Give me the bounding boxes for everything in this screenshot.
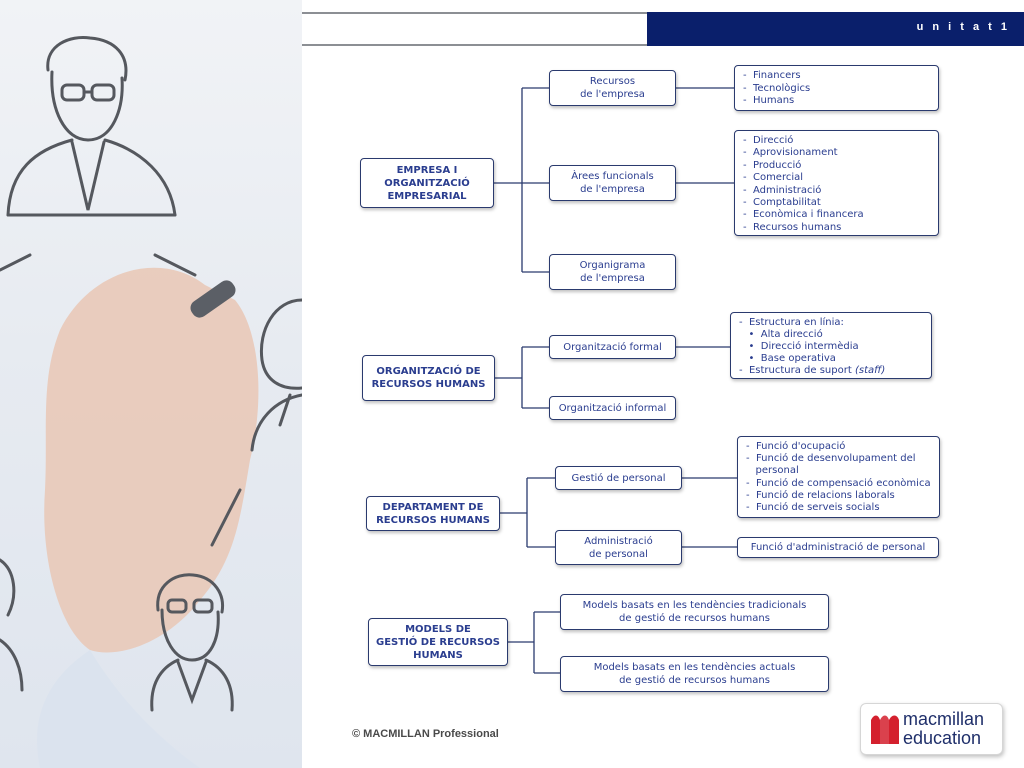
list-item: - Funció de serveis socials xyxy=(746,502,880,514)
node-departament-rrhh: DEPARTAMENT DE RECURSOS HUMANS xyxy=(366,496,500,531)
list-item: - Estructura en línia: xyxy=(739,317,844,328)
list-item: - Administració xyxy=(743,184,822,196)
list-item: • Alta direcció xyxy=(739,329,823,340)
node-organitzacio-formal: Organització formal xyxy=(549,335,676,359)
list-recursos: - Financers - Tecnològics - Humans xyxy=(734,65,939,111)
node-recursos-empresa: Recursos de l'empresa xyxy=(549,70,676,106)
node-organitzacio-rrhh: ORGANITZACIÓ DE RECURSOS HUMANS xyxy=(362,355,495,401)
staff-italic: (staff) xyxy=(854,365,886,376)
list-item-text: - Estructura de suport xyxy=(739,365,852,376)
connector-lines xyxy=(494,87,737,674)
list-item: - Funció de relacions laborals xyxy=(746,489,895,501)
header-bar xyxy=(647,12,1024,46)
copyright-text: © MACMILLAN Professional xyxy=(352,728,499,740)
node-organitzacio-informal: Organització informal xyxy=(549,396,676,420)
node-administracio-personal: Administració de personal xyxy=(555,530,682,565)
list-item: - Comptabilitat xyxy=(743,197,821,209)
list-arees: - Direcció - Aprovisionament - Producció… xyxy=(734,130,939,236)
logo-line-education: education xyxy=(903,728,982,748)
list-item: - Humans xyxy=(743,95,795,106)
node-organigrama: Organigrama de l'empresa xyxy=(549,254,676,290)
node-models-gestio: MODELS DE GESTIÓ DE RECURSOS HUMANS xyxy=(368,618,508,666)
list-item: - Funció de desenvolupament del xyxy=(746,453,916,465)
node-models-tradicionals: Models basats en les tendències tradicio… xyxy=(560,594,829,630)
list-gestio-personal: - Funció d'ocupació - Funció de desenvol… xyxy=(737,436,940,518)
list-item: - Tecnològics xyxy=(743,82,811,94)
macmillan-education-logo: macmillan education xyxy=(860,703,1003,755)
node-gestio-personal: Gestió de personal xyxy=(555,466,682,490)
concept-map: EMPRESA I ORGANITZACIÓ EMPRESARIAL Recur… xyxy=(302,50,1024,700)
header-rule-top xyxy=(302,12,648,14)
list-item: - Comercial xyxy=(743,172,804,184)
list-item: • Direcció intermèdia xyxy=(739,341,859,352)
node-empresa-organitzacio: EMPRESA I ORGANITZACIÓ EMPRESARIAL xyxy=(360,158,494,208)
logo-line-macmillan: macmillan xyxy=(903,709,985,729)
node-models-actuals: Models basats en les tendències actuals … xyxy=(560,656,829,692)
hand-drawing-photo xyxy=(0,0,302,768)
list-organitzacio-formal: - Estructura en línia: • Alta direcció •… xyxy=(730,312,932,379)
unit-label: u n i t a t 1 xyxy=(916,21,1010,33)
list-item: - Econòmica i financera xyxy=(743,209,864,221)
list-item: - Recursos humans xyxy=(743,221,842,233)
list-item: - Financers xyxy=(743,70,801,81)
list-item: - Direcció xyxy=(743,135,794,146)
list-item: - Funció de compensació econòmica xyxy=(746,477,931,489)
macmillan-m-icon xyxy=(871,715,899,744)
list-item: - Funció d'ocupació xyxy=(746,441,846,452)
list-item: • Base operativa xyxy=(739,353,836,364)
logo-wordmark: macmillan education xyxy=(903,710,984,748)
header-rule-bottom xyxy=(302,44,648,46)
node-arees-funcionals: Àrees funcionals de l'empresa xyxy=(549,165,676,201)
people-sketch-illustration xyxy=(0,35,302,768)
node-funcio-administracio: Funció d'administració de personal xyxy=(737,537,939,558)
list-item: - Estructura de suport (staff) xyxy=(739,365,885,377)
list-item: - Producció xyxy=(743,159,802,171)
list-item: personal xyxy=(746,465,799,477)
list-item: - Aprovisionament xyxy=(743,147,838,159)
